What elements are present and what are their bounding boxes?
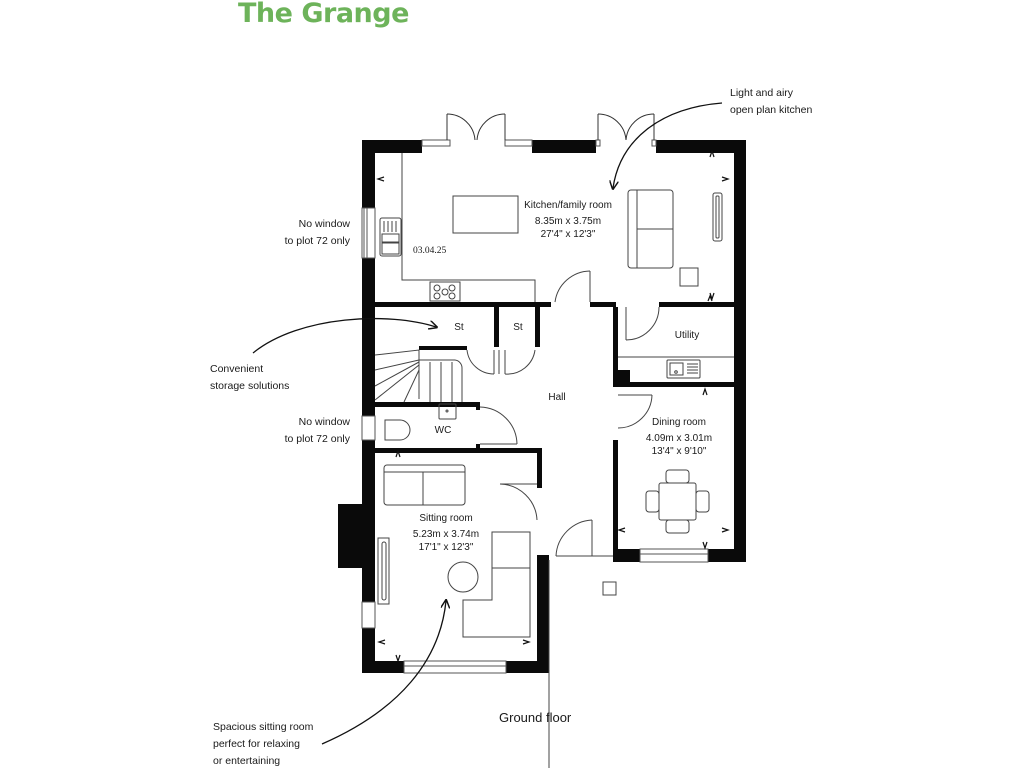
dining-table: [645, 469, 710, 534]
annotation-line: storage solutions: [210, 380, 290, 392]
room-imperial: 27'4" x 12'3": [540, 229, 596, 240]
room-imperial: 13'4" x 9'10": [651, 446, 707, 457]
annotation-storage: Convenient storage solutions: [210, 361, 289, 395]
annotation-line: No window: [298, 218, 350, 230]
room-sitting: Sitting room 5.23m x 3.74m 17'1" x 12'3": [396, 512, 496, 554]
room-imperial: 17'1" x 12'3": [418, 542, 474, 553]
french-doors: [446, 113, 655, 141]
annotation-no-window-2: No window to plot 72 only: [270, 414, 350, 448]
date-stamp: 03.04.25: [413, 246, 447, 256]
room-kitchen: Kitchen/family room 8.35m x 3.75m 27'4" …: [513, 199, 623, 241]
kitchen-counter: [379, 153, 536, 302]
internal-walls: [375, 302, 734, 560]
room-dining: Dining room 4.09m x 3.01m 13'4" x 9'10": [624, 416, 734, 458]
kitchen-furniture: [627, 189, 723, 287]
annotation-line: Light and airy: [730, 87, 794, 99]
room-store-1: St: [454, 322, 464, 333]
annotation-line: perfect for relaxing: [213, 738, 300, 750]
annotation-kitchen: Light and airy open plan kitchen: [730, 85, 812, 119]
sitting-furniture: [377, 464, 531, 638]
wc-fixtures: [384, 403, 518, 445]
annotation-line: No window: [298, 416, 350, 428]
annotation-arrows: [252, 102, 723, 745]
annotation-line: Convenient: [210, 363, 264, 375]
room-name: Kitchen/family room: [524, 200, 612, 211]
room-metric: 8.35m x 3.75m: [534, 216, 602, 227]
room-store-2: St: [513, 322, 523, 333]
annotation-no-window-1: No window to plot 72 only: [270, 216, 350, 250]
annotation-line: or entertaining: [213, 755, 281, 767]
room-name: Dining room: [652, 417, 706, 428]
page-title: The Grange: [238, 0, 409, 29]
room-metric: 4.09m x 3.01m: [645, 433, 713, 444]
floor-label: Ground floor: [499, 710, 572, 725]
room-hall: Hall: [548, 392, 566, 403]
room-metric: 5.23m x 3.74m: [412, 529, 480, 540]
room-utility: Utility: [674, 330, 700, 341]
annotation-line: Spacious sitting room: [213, 721, 314, 733]
windows: [361, 139, 709, 674]
annotation-line: to plot 72 only: [284, 235, 350, 247]
room-name: Sitting room: [419, 513, 473, 524]
annotation-line: to plot 72 only: [284, 433, 350, 445]
annotation-sitting: Spacious sitting room perfect for relaxi…: [213, 719, 313, 770]
annotation-line: open plan kitchen: [730, 104, 813, 116]
room-wc: WC: [434, 425, 452, 436]
staircase: [374, 349, 463, 403]
